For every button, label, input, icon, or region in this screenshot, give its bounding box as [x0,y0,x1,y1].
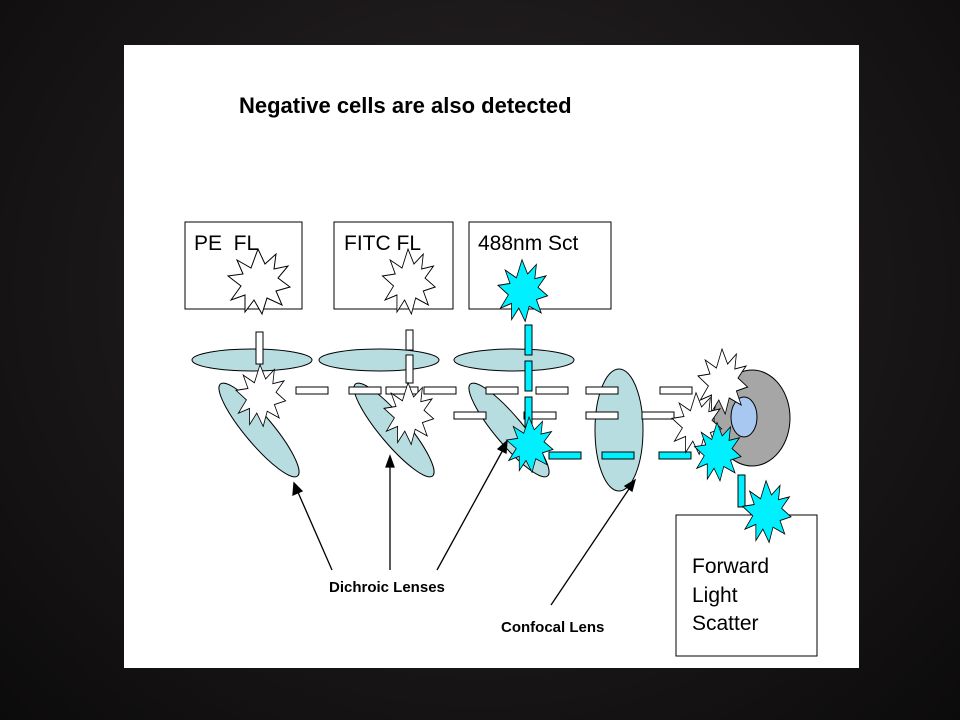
forward-label-line-3: Scatter [692,612,759,635]
lens-horizontal-2 [318,348,440,372]
horizontal-lenses [191,348,575,372]
slide-title: Negative cells are also detected [239,93,572,118]
signal-connectors [255,329,414,384]
detector-label-fitc: FITC FL [344,232,421,255]
dichroic-lenses-caption: Dichroic Lenses [329,579,445,596]
detector-label-pe: PE FL [194,232,258,255]
detector-box-488 [468,221,612,310]
detector-box-forward [675,514,818,657]
flow-cytometer-diagram: Negative cells are also detected PE FL F… [184,93,818,657]
forward-label-line-2: Light [692,584,738,607]
scatter-light-path [524,324,746,508]
confocal-lens [594,368,644,492]
pointer-arrows [292,439,637,606]
laser-beam-path [295,386,693,420]
lens-horizontal-3 [453,348,575,372]
forward-label-line-1: Forward [692,555,769,578]
slide: Negative cells are also detected PE FL F… [124,45,859,668]
dichroic-lens-1 [218,382,300,478]
cell-nucleus [730,396,758,438]
confocal-lens-caption: Confocal Lens [501,619,604,636]
lens-horizontal-1 [191,348,313,372]
detector-label-488: 488nm Sct [478,232,579,255]
